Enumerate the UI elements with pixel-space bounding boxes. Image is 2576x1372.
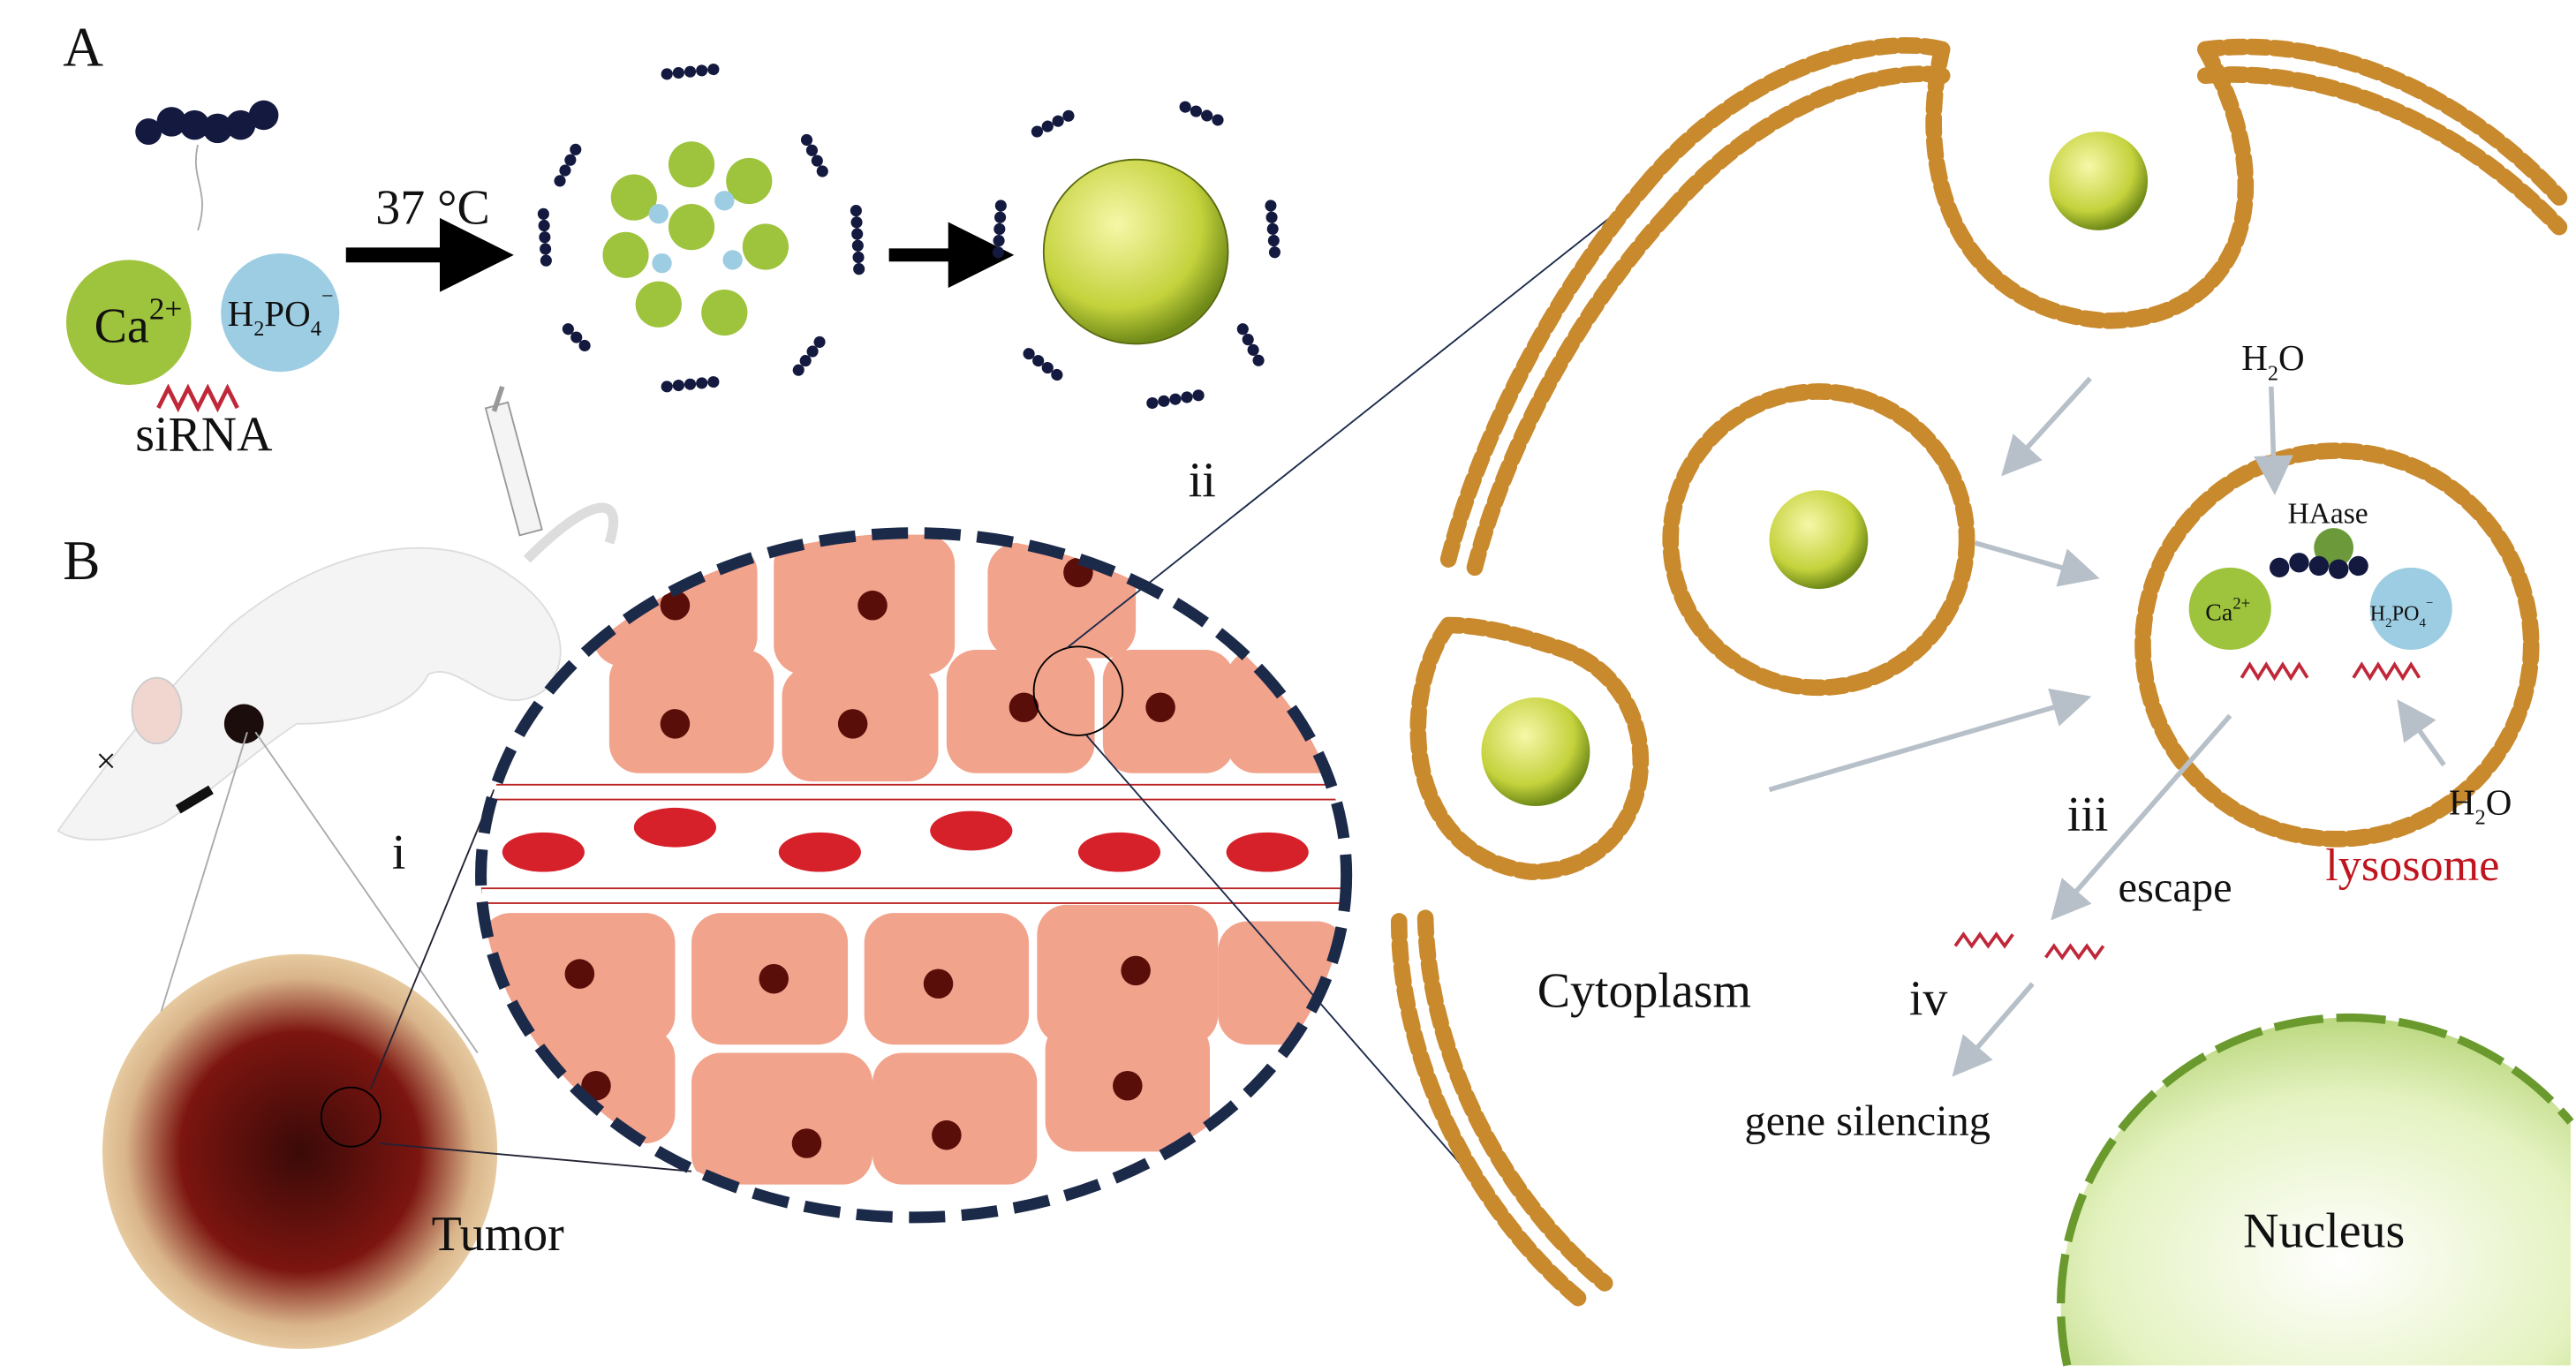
phosphate-label: H2PO4− [228,284,334,341]
sirna-icon [2044,943,2105,961]
endosome [1409,616,1650,880]
tumor-image [102,954,498,1349]
cytoplasm-label: Cytoplasm [1537,963,1751,1018]
calcium-ion [65,260,192,386]
endosome [1925,41,2255,329]
zoom-line [378,1142,692,1172]
nucleus-label: Nucleus [2243,1203,2405,1258]
gene-silencing-label: gene silencing [1745,1098,1991,1145]
escape-label: escape [2119,864,2232,911]
coated-nanoparticle [992,101,1282,410]
tumor-site [223,704,264,744]
zoom-line [254,731,479,1054]
step-iv-label: iv [1909,972,1948,1027]
step-ii-label: ii [1189,454,1216,509]
lysosome-phosphate-label: H2PO4− [2370,597,2434,630]
tumor-zoom-circle [320,1086,381,1148]
zoom-line [147,731,248,1053]
sirna-icon [156,383,239,413]
sirna-label: siRNA [135,408,272,463]
tissue-magnification [475,527,1353,1224]
haase-label: HAase [2287,498,2368,531]
panel-a-label: A [63,17,103,79]
mouse-illustration: × [57,502,619,841]
water-bottom-label: H2O [2449,781,2512,829]
step-iii-label: iii [2067,788,2109,842]
nucleus [2057,1013,2574,1367]
cell-membrane [1390,37,2568,1308]
step-i-label: i [392,825,406,880]
process-arrows [1768,376,2446,1077]
water-top-label: H2O [2241,337,2304,385]
sirna-icon [1953,931,2014,949]
lysosome-label: lysosome [2325,841,2499,891]
lysosome [2134,442,2540,848]
linker-icon [194,144,203,231]
ha-chain-icon [135,100,279,145]
zoom-line [369,789,495,1089]
zoom-line [1066,188,1647,649]
nanoparticle-assembly [537,63,865,393]
endosome [1662,383,1975,697]
calcium-label: Ca2+ [94,290,183,353]
temperature-label: 37 °C [375,180,489,235]
panel-b-label: B [63,530,100,592]
tumor-label: Tumor [432,1207,565,1262]
syringe-icon [484,385,543,537]
phosphate-ion [221,253,340,373]
eye-x-icon: × [96,741,117,781]
lysosome-calcium-label: Ca2+ [2205,594,2250,626]
